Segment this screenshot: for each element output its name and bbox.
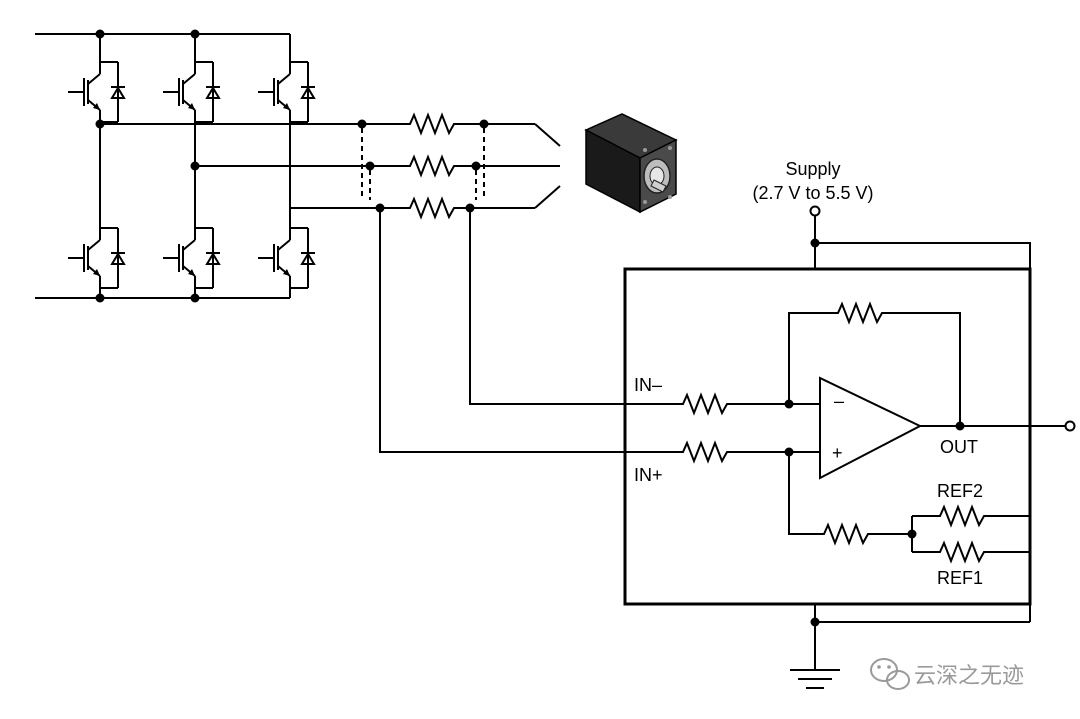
feedback-resistor bbox=[827, 303, 893, 323]
igbt-lower-3 bbox=[257, 221, 316, 295]
supply-label: Supply bbox=[785, 159, 840, 179]
reference-resistor bbox=[813, 524, 879, 544]
ref1-resistor bbox=[929, 542, 995, 562]
ref1-label: REF1 bbox=[937, 568, 983, 588]
input-resistor-plus bbox=[672, 442, 738, 462]
input-resistor-minus bbox=[672, 394, 738, 414]
ref2-resistor bbox=[929, 506, 995, 526]
opamp-plus-label: + bbox=[832, 443, 843, 463]
stepper-motor-icon bbox=[584, 113, 678, 214]
sense-line-plus bbox=[379, 208, 625, 453]
watermark-text: 云深之无迹 bbox=[914, 664, 1024, 689]
igbt-upper-3 bbox=[257, 55, 316, 129]
shunt-resistor-a bbox=[399, 114, 465, 134]
op-amp-triangle bbox=[819, 376, 923, 480]
in-plus-label: IN+ bbox=[634, 465, 663, 485]
wechat-icon bbox=[870, 658, 910, 690]
watermark: 云深之无迹 bbox=[870, 658, 1024, 690]
igbt-lower-2 bbox=[162, 221, 221, 295]
sense-line-minus bbox=[469, 208, 625, 405]
supply-range-label: (2.7 V to 5.5 V) bbox=[752, 183, 873, 203]
ref2-label: REF2 bbox=[937, 481, 983, 501]
igbt-upper-2 bbox=[162, 55, 221, 129]
current-sense-amplifier bbox=[623, 205, 1076, 689]
shunt-resistor-b bbox=[399, 156, 465, 176]
out-label: OUT bbox=[940, 437, 978, 457]
opamp-minus-label: – bbox=[834, 391, 844, 411]
in-minus-label: IN– bbox=[634, 375, 662, 395]
shunt-resistor-c bbox=[399, 198, 465, 218]
igbt-lower-1 bbox=[67, 221, 126, 295]
inverter-bridge bbox=[35, 29, 400, 303]
igbt-upper-1 bbox=[67, 55, 126, 129]
